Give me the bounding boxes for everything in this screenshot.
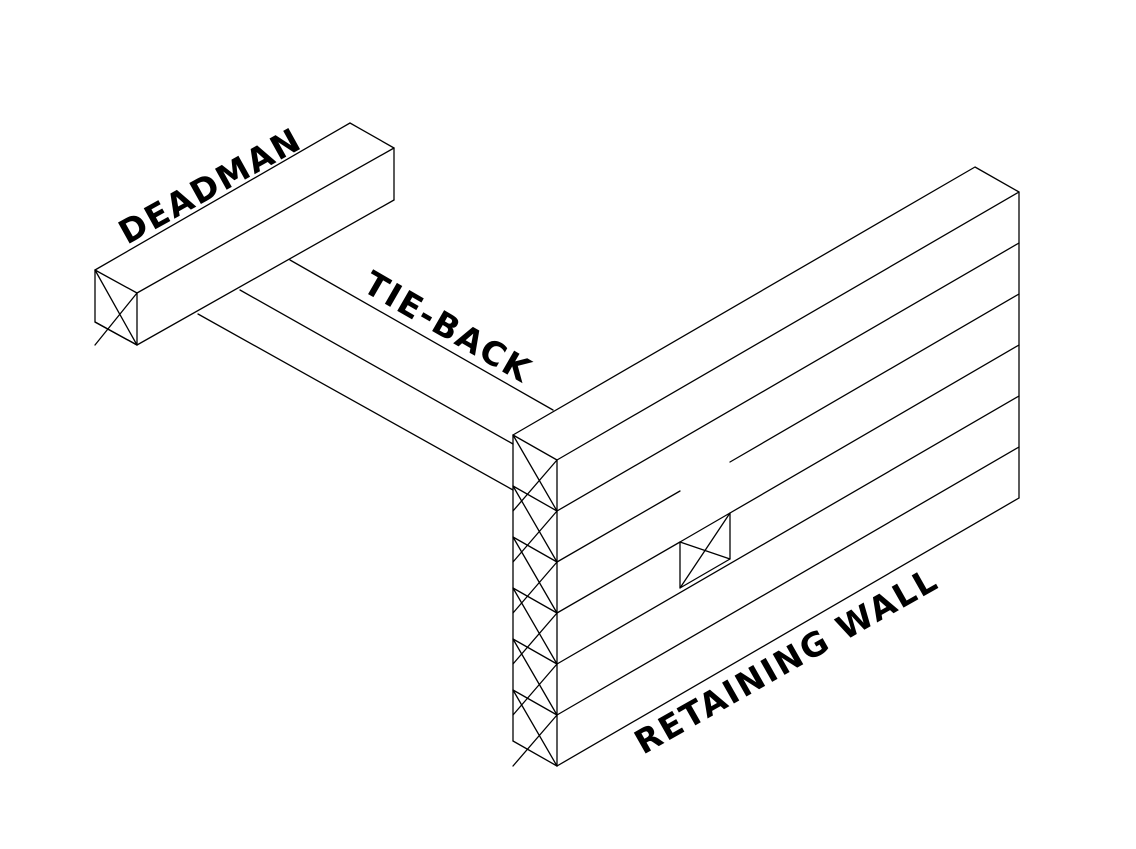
retaining-wall-label: RETAINING WALL — [628, 559, 945, 762]
tie-back-beam — [197, 259, 554, 491]
deadman-beam — [94, 122, 395, 346]
board-end-sections — [512, 434, 558, 767]
retaining-wall — [512, 166, 1020, 767]
tie-back-connection-block — [679, 512, 731, 589]
deadman-label: DEADMAN — [112, 120, 308, 252]
